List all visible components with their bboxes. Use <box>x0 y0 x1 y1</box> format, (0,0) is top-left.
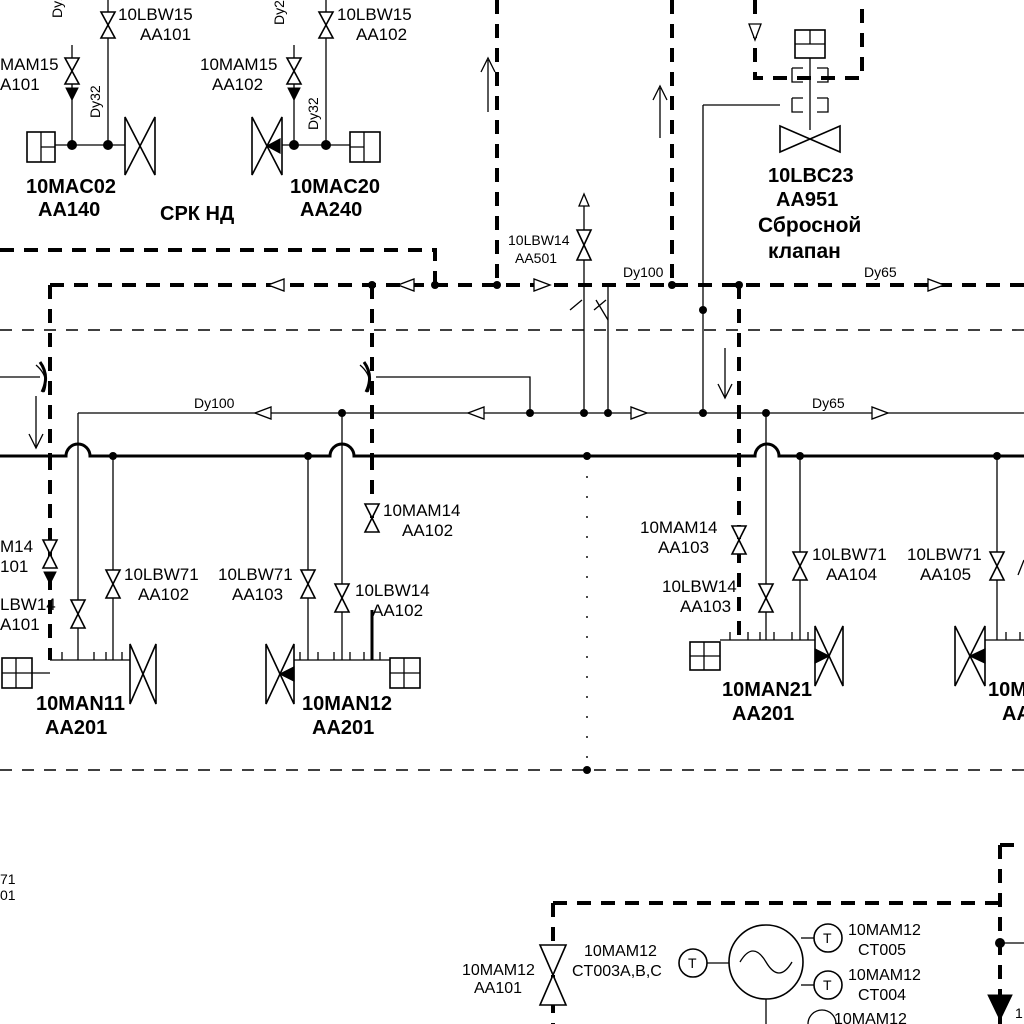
sensor-t-ct005: T <box>823 930 832 946</box>
label-lbw71-aa103-id: AA103 <box>232 585 283 604</box>
label-mam15-aa102-id: AA102 <box>212 75 263 94</box>
label-dy65-top: Dy65 <box>864 264 897 280</box>
label-lbw71-aa103-code: 10LBW71 <box>218 565 293 584</box>
label-right-edge: 1 <box>1015 1005 1023 1021</box>
label-left-m14-code: M14 <box>0 537 33 556</box>
dashed-header-top <box>0 0 1024 660</box>
label-mac20-code: 10MAC20 <box>290 176 380 198</box>
valve-man11-group <box>1 452 157 705</box>
dashed-line-thin <box>0 299 1024 331</box>
label-lbw71-aa102-id: AA102 <box>138 585 189 604</box>
label-mam12-aa101-id: AA101 <box>474 980 522 997</box>
label-mam12-partial: 10MAM12 <box>834 1011 907 1024</box>
label-lbw14-aa102-id: AA102 <box>372 601 423 620</box>
label-dy32-b: Dy32 <box>305 97 321 130</box>
label-left-m14-id: 101 <box>0 557 28 576</box>
label-relief-valve-line1: Сбросной <box>758 214 861 237</box>
relief-valve-assembly <box>748 0 864 154</box>
label-lbw14-aa103-code: 10LBW14 <box>662 577 737 596</box>
label-lbw71-aa105-id: AA105 <box>920 565 971 584</box>
label-man12-id: AA201 <box>312 717 374 739</box>
label-lbc23-id: AA951 <box>776 189 838 211</box>
label-mam14-aa103-code: 10MAM14 <box>640 518 717 537</box>
label-mac20-id: AA240 <box>300 199 362 221</box>
label-mam12-ct004-code: 10MAM12 <box>848 967 921 984</box>
label-left-lbw14-id: A101 <box>0 615 40 634</box>
line-upper-branch <box>0 361 531 413</box>
label-lbw14-aa103-id: AA103 <box>680 597 731 616</box>
label-man12-code: 10MAN12 <box>302 693 392 715</box>
valve-man2x-group-partial <box>954 452 1024 687</box>
label-mam12-aa101-code: 10MAM12 <box>462 962 535 979</box>
line-dy100-dy65 <box>77 406 1024 456</box>
main-header-line <box>0 442 1024 458</box>
sensor-t-ct003: T <box>688 955 697 971</box>
label-mam12-ct003-id: CT003A,B,C <box>572 963 662 980</box>
label-mam12-ct005-id: CT005 <box>858 942 906 959</box>
boundary-dashdot <box>0 452 1024 774</box>
label-relief-valve-line2: клапан <box>768 240 841 263</box>
label-mam12-ct003-code: 10MAM12 <box>584 943 657 960</box>
label-man11-id: AA201 <box>45 717 107 739</box>
label-lbw15-aa102-code: 10LBW15 <box>337 5 412 24</box>
vertical-pipes-center <box>338 104 780 417</box>
sensor-t-ct004: T <box>823 977 832 993</box>
label-man21-id: AA201 <box>732 703 794 725</box>
generator-section <box>538 843 1024 1024</box>
label-mam14-aa102-id: AA102 <box>402 521 453 540</box>
valve-mac20-group <box>251 0 381 176</box>
label-srk-nd: СРК НД <box>160 203 234 225</box>
valve-man12-group <box>265 452 421 705</box>
label-lbc23-code: 10LBC23 <box>768 165 854 187</box>
label-lbw71-aa104-id: AA104 <box>826 565 877 584</box>
label-dy32-a: Dy32 <box>87 85 103 118</box>
label-lbw71-aa102-code: 10LBW71 <box>124 565 199 584</box>
label-lbw15-aa101-id: AA101 <box>140 25 191 44</box>
flow-arrows <box>28 56 733 450</box>
label-mam15-aa102-code: 10MAM15 <box>200 55 277 74</box>
label-man11-code: 10MAN11 <box>36 693 125 715</box>
label-lbw14-aa501-id: AA501 <box>515 250 557 266</box>
label-lbw15-aa101-code: 10LBW15 <box>118 5 193 24</box>
label-mac02-id: AA140 <box>38 199 100 221</box>
label-mam12-ct004-id: CT004 <box>858 987 906 1004</box>
label-mam12-ct005-code: 10MAM12 <box>848 922 921 939</box>
label-dy2-a: Dy2 <box>49 0 65 18</box>
label-mam14-aa103-id: AA103 <box>658 538 709 557</box>
label-man21-code: 10MAN21 <box>722 679 812 701</box>
label-dy65-mid: Dy65 <box>812 395 845 411</box>
label-mam14-aa102-code: 10MAM14 <box>383 501 460 520</box>
label-mam15-aa101-id: A101 <box>0 75 40 94</box>
label-mam15-aa101-code: MAM15 <box>0 55 59 74</box>
label-mac02-code: 10MAC02 <box>26 176 116 198</box>
label-lbw71-aa104-code: 10LBW71 <box>812 545 887 564</box>
label-dy100-top: Dy100 <box>623 264 664 280</box>
label-left-lbw14-code: LBW14 <box>0 595 56 614</box>
label-man2x-id: AA <box>1002 703 1024 725</box>
label-dy100-mid: Dy100 <box>194 395 235 411</box>
label-lbw14-aa102-code: 10LBW14 <box>355 581 430 600</box>
label-lbw71-aa105-code: 10LBW71 <box>907 545 982 564</box>
label-left-bottom-id: 01 <box>0 887 16 903</box>
label-dy2-b: Dy2 <box>271 0 287 25</box>
label-man2x-code: 10MA <box>988 679 1024 701</box>
valve-mac02-group <box>26 0 156 176</box>
valve-lbw14-aa501 <box>575 229 593 261</box>
label-lbw15-aa102-id: AA102 <box>356 25 407 44</box>
valve-man21-group <box>689 409 844 687</box>
label-left-bottom-code: 71 <box>0 871 16 887</box>
label-lbw14-aa501-code: 10LBW14 <box>508 232 570 248</box>
